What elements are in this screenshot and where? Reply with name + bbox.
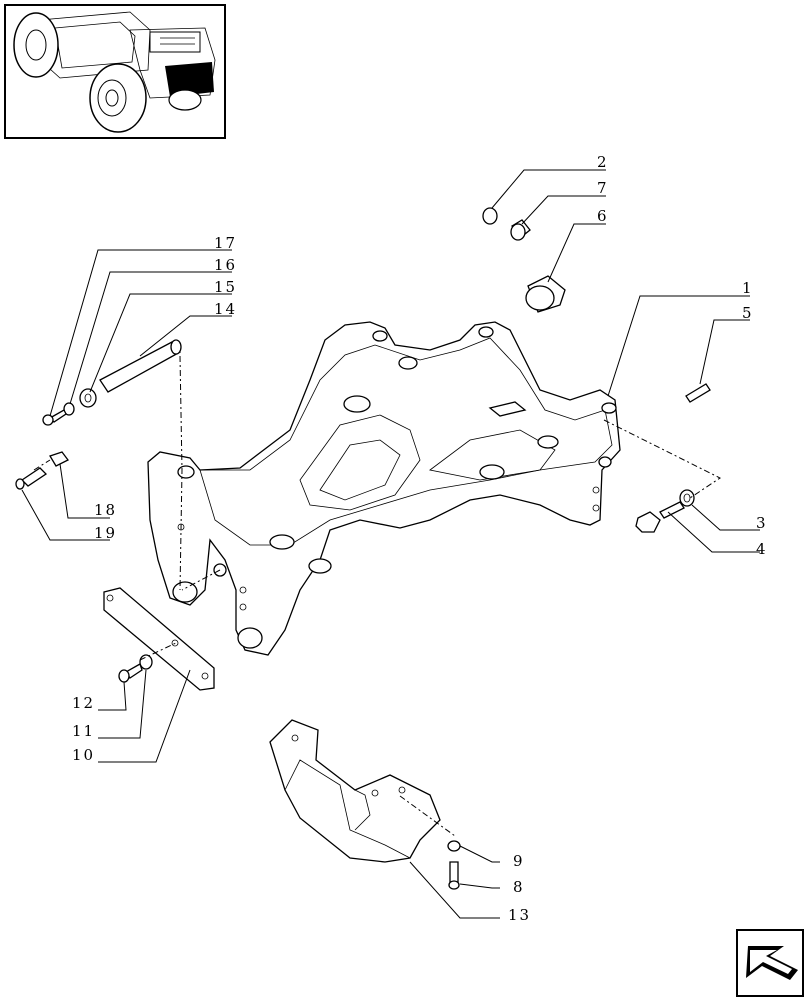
- bushing-2: [482, 207, 498, 225]
- callout-2: 2: [597, 153, 609, 171]
- callout-labels: 2 7 6 1 5 3 4 17 16 15 14 18 19 12 11 10…: [72, 153, 768, 924]
- bolt-8: [448, 861, 460, 890]
- washer-3: [679, 489, 695, 507]
- pin-14: [99, 339, 182, 393]
- pin-5: [685, 383, 711, 403]
- washer-16: [63, 402, 75, 416]
- washer-11: [139, 654, 153, 670]
- callout-8: 8: [513, 878, 525, 896]
- bolt-12: [118, 663, 143, 683]
- callout-16: 16: [214, 256, 237, 274]
- callout-4: 4: [756, 540, 768, 558]
- bushing-6: [525, 275, 566, 313]
- tractor-thumbnail-icon[interactable]: [4, 4, 226, 139]
- front-support-casting: [147, 321, 621, 656]
- callout-19: 19: [94, 524, 117, 542]
- assembly-lines: [33, 355, 721, 837]
- callout-18: 18: [94, 501, 117, 519]
- screw-17: [42, 409, 67, 426]
- callout-6: 6: [597, 207, 609, 225]
- guard-13: [269, 719, 441, 863]
- callout-7: 7: [597, 179, 609, 197]
- callout-1: 1: [742, 279, 754, 297]
- callout-10: 10: [72, 746, 95, 764]
- washer-15: [79, 388, 97, 408]
- callout-13: 13: [508, 906, 531, 924]
- callout-3: 3: [756, 514, 768, 532]
- back-arrow-icon[interactable]: [736, 929, 804, 997]
- grease-fitting-18-19: [15, 451, 69, 490]
- washer-9: [447, 840, 461, 852]
- callout-11: 11: [72, 722, 95, 740]
- leader-lines: [21, 169, 760, 919]
- callout-5: 5: [742, 304, 754, 322]
- callout-14: 14: [214, 300, 237, 318]
- callout-12: 12: [72, 694, 95, 712]
- callout-9: 9: [513, 852, 525, 870]
- plate-10: [103, 587, 215, 691]
- bushing-7: [510, 219, 531, 241]
- bolt-4: [635, 501, 685, 533]
- callout-17: 17: [214, 234, 237, 252]
- callout-15: 15: [214, 278, 237, 296]
